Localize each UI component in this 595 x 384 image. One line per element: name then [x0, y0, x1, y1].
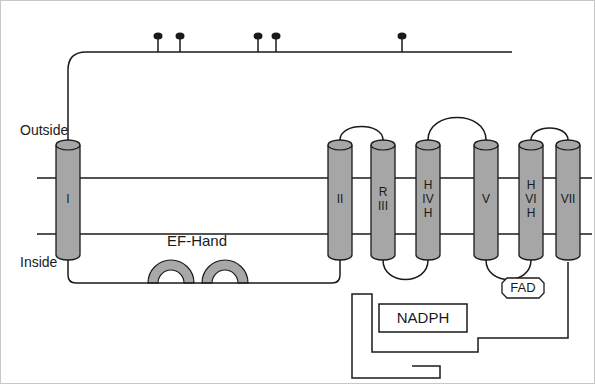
- cofactor-label: NADPH: [397, 309, 450, 326]
- motif-label: EF-Hand: [167, 232, 227, 250]
- helix-label: III: [378, 200, 388, 214]
- helix-label: H: [424, 207, 433, 221]
- transmembrane-helix: RIII: [370, 140, 396, 260]
- cofactor-site: FAD: [501, 277, 545, 299]
- transmembrane-helix: VII: [555, 140, 581, 260]
- loop-connector: [428, 118, 486, 141]
- helix-label: VII: [561, 193, 576, 207]
- region-label: Inside: [20, 254, 57, 271]
- c-terminal-domain: [352, 262, 568, 378]
- region-label: Outside: [20, 122, 68, 139]
- helix-label: I: [66, 193, 69, 207]
- glycosylation-sites: [154, 33, 407, 53]
- loop-connector: [486, 260, 531, 280]
- helix-label: R: [379, 186, 388, 200]
- transmembrane-helix: HVIH: [518, 140, 544, 260]
- transmembrane-helix: HIVH: [415, 140, 441, 260]
- helix-label: H: [527, 179, 536, 193]
- helix-label: VI: [525, 193, 536, 207]
- helix-label: V: [482, 193, 490, 207]
- membrane-line: [37, 233, 592, 235]
- helix-label: IV: [422, 193, 433, 207]
- loop-connector: [383, 260, 428, 280]
- helix-label: H: [527, 207, 536, 221]
- transmembrane-helix: V: [473, 140, 499, 260]
- loop-connector: [340, 127, 383, 141]
- n-terminal-chain: [68, 52, 512, 140]
- helix-label: H: [424, 179, 433, 193]
- transmembrane-helix: II: [327, 140, 353, 260]
- loop-connector: [68, 260, 340, 283]
- membrane-line: [37, 177, 592, 179]
- ef-hand-motif: [202, 260, 248, 283]
- transmembrane-helix: I: [55, 140, 81, 260]
- ef-hand-motif: [148, 260, 194, 283]
- cofactor-label: FAD: [510, 281, 535, 296]
- loop-connector: [531, 128, 568, 140]
- helix-label: II: [337, 193, 344, 207]
- cofactor-site: NADPH: [378, 303, 468, 333]
